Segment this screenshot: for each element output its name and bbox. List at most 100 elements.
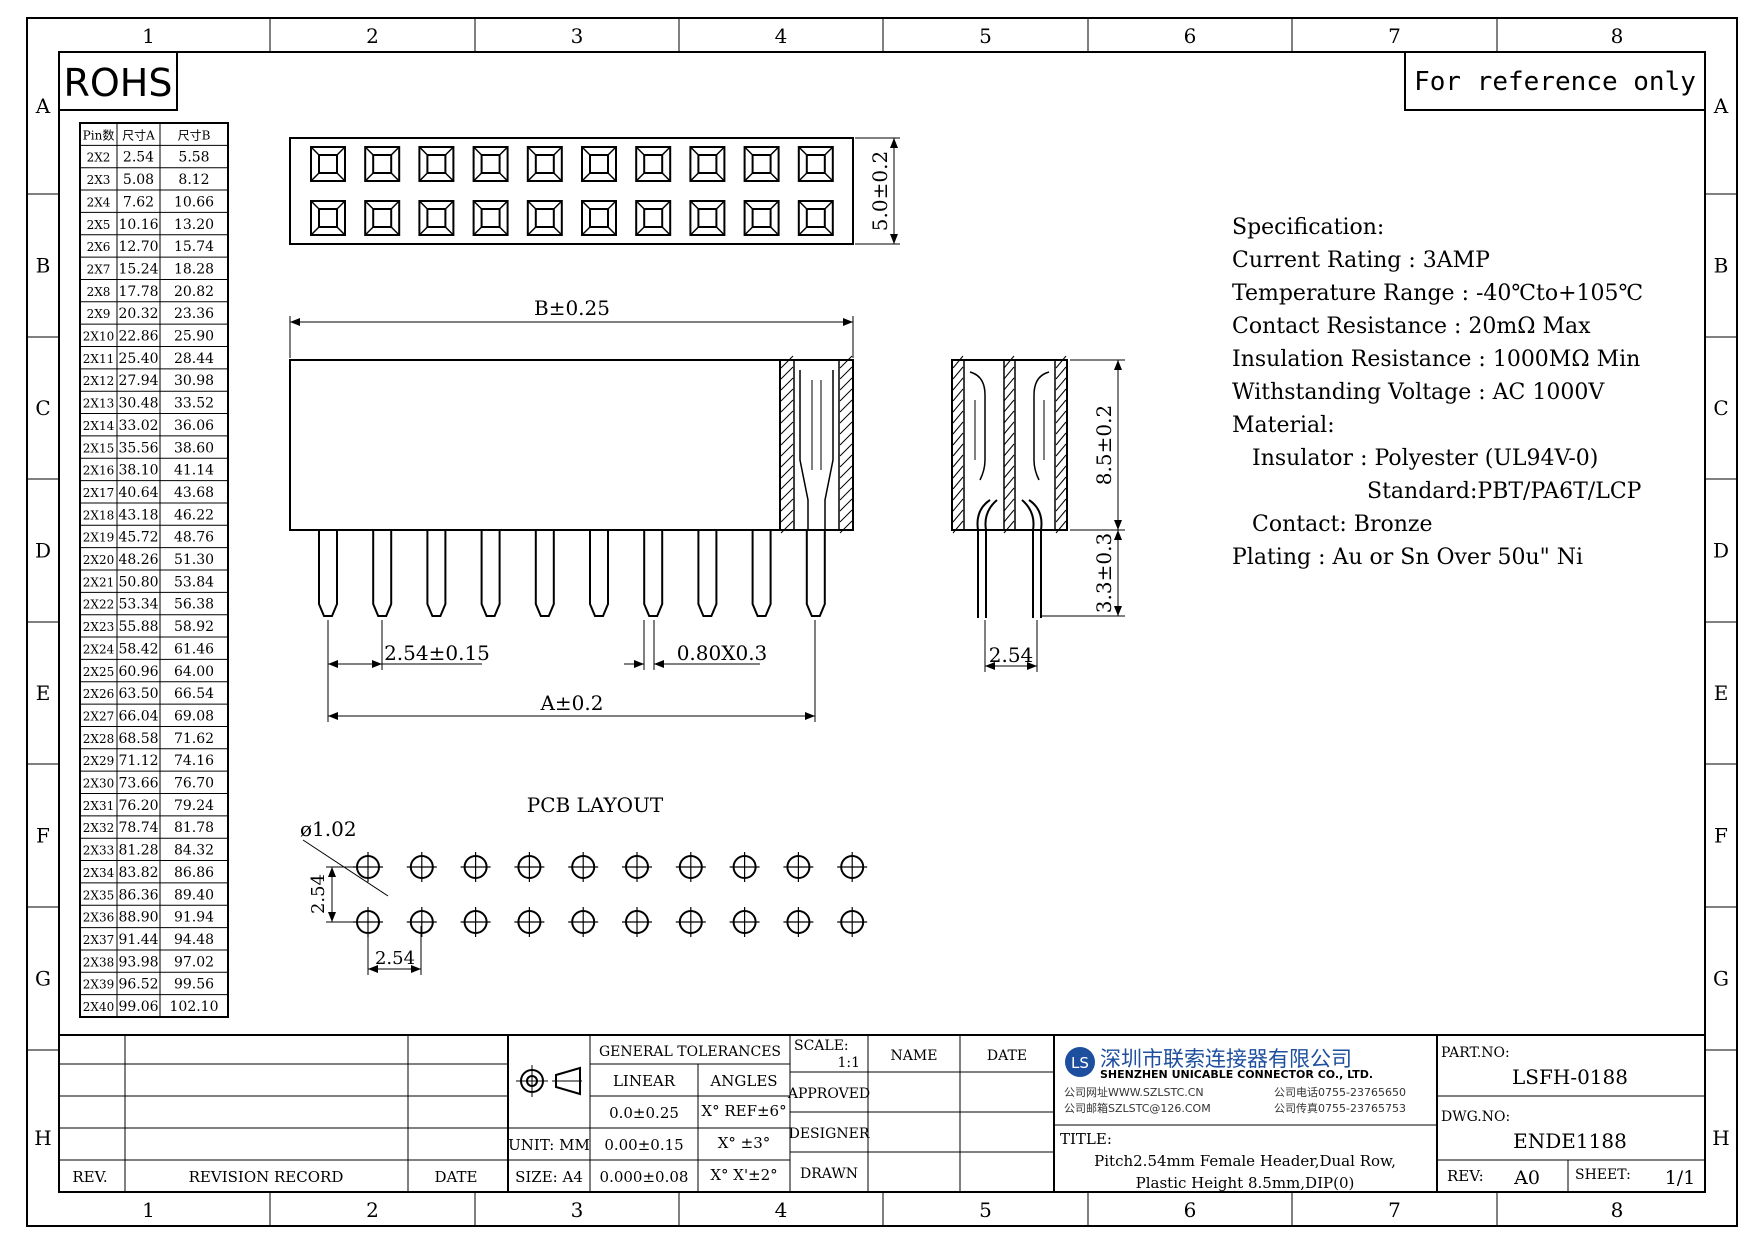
dim-height-top: 5.0±0.2 — [855, 137, 900, 245]
size-table-cell: 64.00 — [174, 664, 214, 680]
pcb-hole — [622, 852, 652, 882]
pcb-hole — [406, 907, 437, 937]
rohs-box — [58, 51, 178, 111]
size-table-cell: 91.44 — [118, 932, 158, 948]
size-table-cell: 2X9 — [87, 307, 111, 321]
size-table-cell: 2X10 — [83, 330, 114, 344]
dim-length-a: A±0.2 — [327, 620, 816, 722]
zone-row-left: G — [35, 967, 51, 991]
size-table-cell: 2X39 — [83, 978, 114, 992]
pin-square — [635, 146, 672, 182]
size-table-cell: 25.40 — [118, 351, 158, 367]
pin-square — [526, 146, 563, 182]
unit-label: UNIT: MM — [508, 1136, 590, 1154]
front-pin — [534, 530, 555, 617]
size-table-cell: 76.70 — [174, 776, 214, 792]
pin-square — [797, 200, 834, 236]
length-b-label: B±0.25 — [534, 296, 610, 320]
reference-note: For reference only — [1414, 67, 1696, 97]
tol-angle-2: X° ±3° — [718, 1134, 771, 1152]
size-table-cell: 2X38 — [83, 955, 114, 969]
pcb-hole — [675, 852, 706, 882]
pcb-hole — [514, 907, 545, 937]
size-table-cell: 12.70 — [118, 239, 158, 255]
zone-col-top: 1 — [142, 24, 155, 48]
zone-col-top: 8 — [1611, 24, 1624, 48]
size-table-cell: 2X35 — [83, 888, 114, 902]
size-table-cell: 99.56 — [174, 977, 214, 993]
size-table-cell: 5.58 — [178, 150, 209, 166]
zone-col-top: 4 — [775, 24, 788, 48]
zone-col-top: 2 — [366, 24, 379, 48]
size-table-cell: 55.88 — [118, 619, 158, 635]
size-table-cell: 61.46 — [174, 641, 214, 657]
pin-square — [635, 200, 672, 236]
pin-section-label: 0.80X0.3 — [677, 641, 768, 665]
pcb-hole — [514, 852, 545, 882]
front-pin — [372, 530, 393, 617]
title-label: TITLE: — [1060, 1130, 1112, 1148]
size-table-cell: 2X8 — [87, 285, 111, 299]
company-name-cn: 深圳市联索连接器有限公司 — [1100, 1047, 1352, 1071]
zone-col-top: 6 — [1184, 24, 1197, 48]
size-table-cell: 66.04 — [118, 708, 158, 724]
rev-value: A0 — [1513, 1167, 1540, 1189]
front-pin — [589, 530, 609, 617]
size-table-cell: 76.20 — [118, 798, 158, 814]
pcb-layout — [353, 852, 868, 937]
dim-pin-length: 3.3±0.3 — [1040, 530, 1125, 617]
spec-line: Contact Resistance : 20mΩ Max — [1232, 314, 1591, 339]
zone-col-top: 7 — [1388, 24, 1401, 48]
zone-row-right: B — [1714, 254, 1729, 278]
pin-square — [472, 146, 509, 182]
size-table-cell: 84.32 — [174, 843, 214, 859]
size-table-cell: 40.64 — [118, 485, 158, 501]
size-table-cell: 17.78 — [118, 284, 158, 300]
size-table-cell: 36.06 — [174, 418, 214, 434]
spec-line: Insulator : Polyester (UL94V-0) — [1252, 446, 1598, 471]
zone-row-left: C — [35, 396, 50, 420]
size-table-cell: 2X16 — [83, 464, 114, 478]
size-table-cell: 2X21 — [83, 575, 114, 589]
company-web: 公司网址WWW.SZLSTC.CN — [1064, 1085, 1204, 1099]
size-table-cell: 88.90 — [118, 910, 158, 926]
size-table-cell: 2X30 — [83, 777, 114, 791]
size-table-cell: 15.24 — [118, 261, 158, 277]
front-pin — [643, 530, 664, 617]
zone-col-bottom: 7 — [1388, 1198, 1401, 1222]
size-table-cell: 2X15 — [83, 441, 114, 455]
pcb-hole — [622, 907, 652, 937]
projection-symbol-icon — [516, 1065, 582, 1097]
zone-row-right: H — [1712, 1126, 1729, 1150]
zone-col-bottom: 1 — [142, 1198, 155, 1222]
size-table-cell: 94.48 — [174, 932, 214, 948]
size-table-cell: 2X20 — [83, 553, 114, 567]
size-table-cell: 35.56 — [118, 440, 158, 456]
pin-square — [418, 200, 455, 236]
size-table-cell: 10.16 — [118, 217, 158, 233]
rev-header: REV. — [72, 1168, 107, 1186]
sheet-label: SHEET: — [1575, 1167, 1631, 1183]
front-section — [779, 359, 854, 531]
size-table-cell: 15.74 — [174, 239, 214, 255]
side-body — [951, 359, 1068, 531]
front-pin — [805, 530, 826, 617]
pin-square — [581, 146, 617, 182]
size-table-cell: 2X22 — [83, 598, 114, 612]
size-table-cell: 58.42 — [118, 641, 158, 657]
sheet-value: 1/1 — [1665, 1167, 1696, 1189]
size-table-cell: 89.40 — [174, 887, 214, 903]
spec-line: Specification: — [1232, 215, 1384, 240]
size-table-cell: 86.86 — [174, 865, 214, 881]
pin-square — [689, 200, 726, 236]
tol-linear-2: 0.00±0.15 — [604, 1136, 683, 1154]
tol-angle-1: X° REF±6° — [701, 1102, 786, 1120]
pin-square — [743, 146, 780, 182]
size-table-cell: 83.82 — [118, 865, 158, 881]
size-table-cell: 102.10 — [170, 999, 219, 1015]
title-line-2: Plastic Height 8.5mm,DIP(0) — [1136, 1174, 1355, 1192]
dwg-no: ENDE1188 — [1513, 1129, 1627, 1153]
size-table-cell: 69.08 — [174, 708, 214, 724]
size-table-cell: 8.12 — [178, 172, 209, 188]
